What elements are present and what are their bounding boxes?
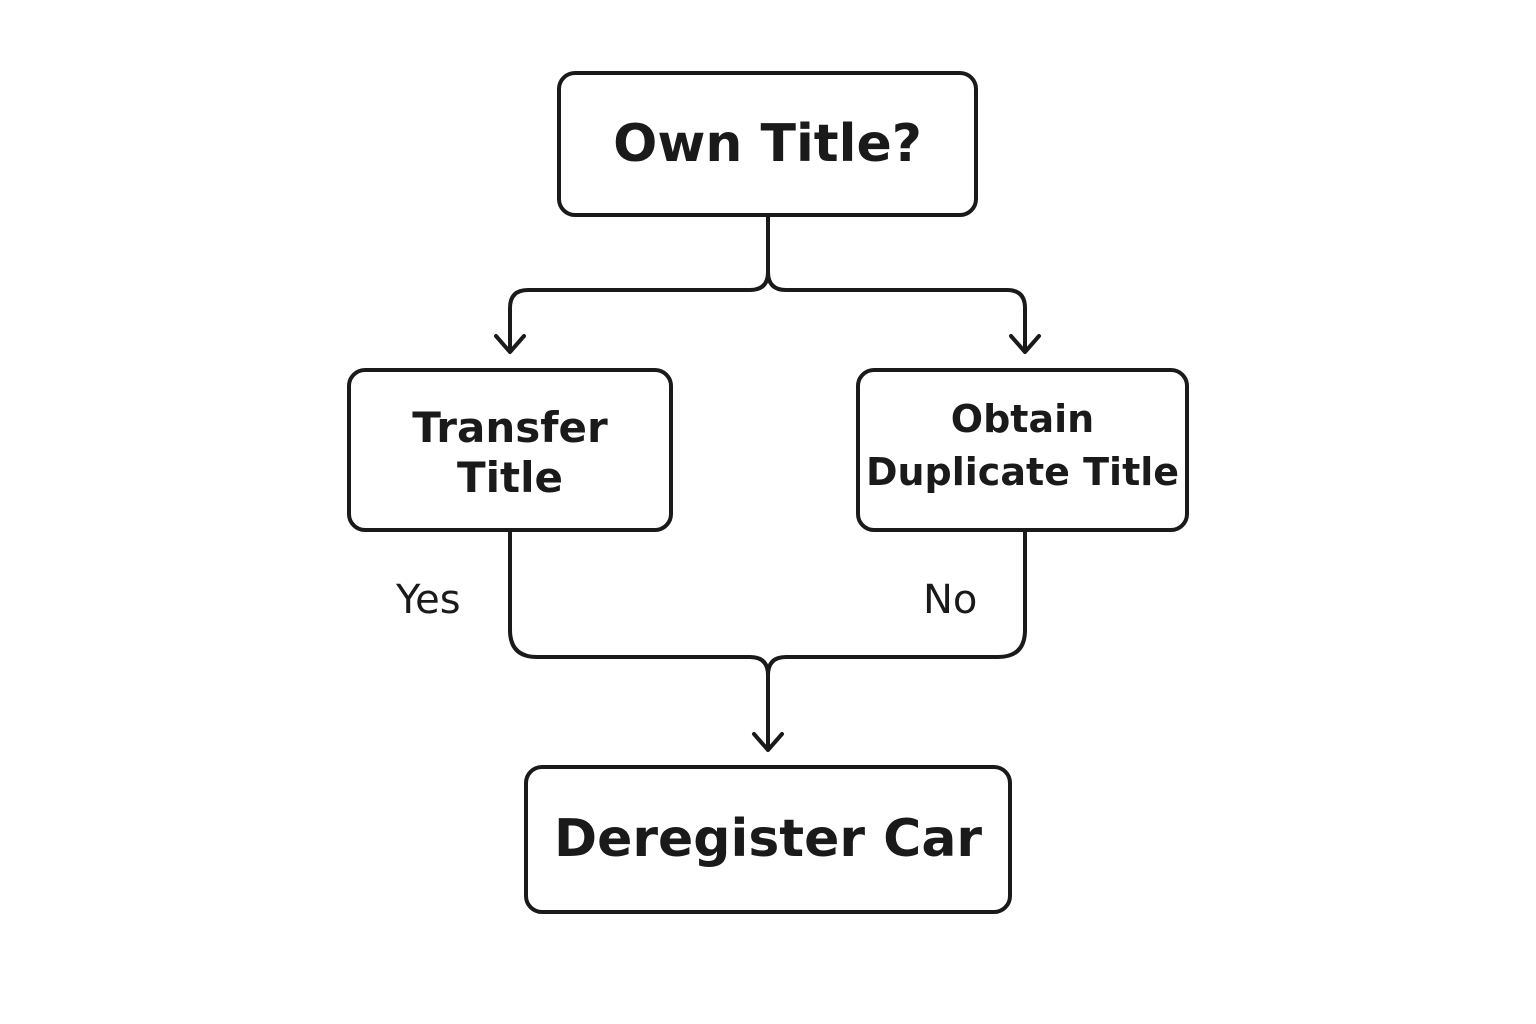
deregister-car-node: Deregister Car — [524, 765, 1012, 914]
connector-own-to-duplicate — [766, 215, 1027, 352]
duplicate-title-node: Obtain Duplicate Title — [856, 368, 1189, 532]
connector-duplicate-to-deregister — [766, 530, 1027, 750]
duplicate-title-label: Obtain Duplicate Title — [865, 396, 1180, 494]
own-title-label: Own Title? — [613, 113, 922, 174]
edge-label-no: No — [923, 577, 978, 623]
edge-label-yes: Yes — [396, 577, 461, 623]
connector-own-to-transfer — [508, 215, 770, 352]
arrowhead-deregister — [752, 732, 784, 752]
connector-transfer-to-deregister — [508, 530, 770, 750]
arrowhead-transfer — [494, 334, 526, 354]
transfer-title-node: Transfer Title — [347, 368, 673, 532]
deregister-car-label: Deregister Car — [553, 809, 983, 870]
transfer-title-label: Transfer Title — [412, 402, 608, 502]
own-title-decision-node: Own Title? — [557, 71, 978, 217]
arrowhead-duplicate — [1009, 334, 1041, 354]
